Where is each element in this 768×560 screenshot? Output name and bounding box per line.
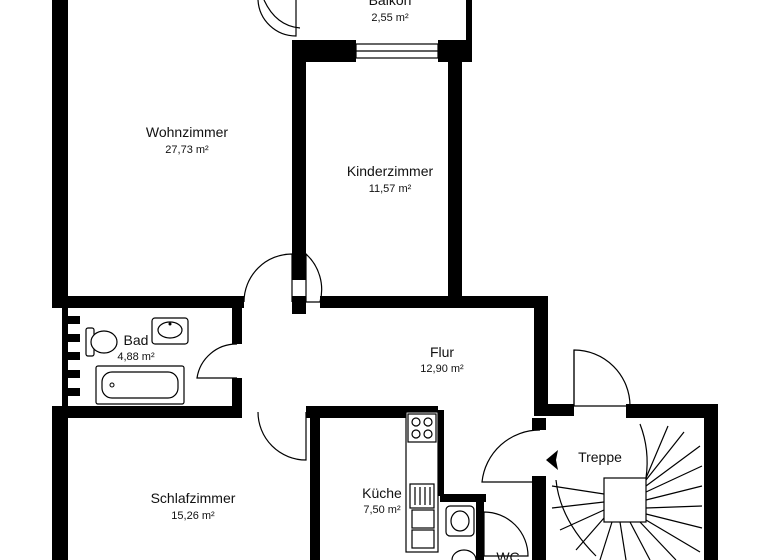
area-wohnzimmer: 27,73 m² (165, 144, 209, 156)
bathtub-icon (95, 365, 185, 405)
stove-icon (407, 413, 437, 443)
staircase (546, 423, 703, 560)
stair-arrow-icon (546, 450, 558, 470)
area-schlafzimmer: 15,26 m² (171, 510, 215, 522)
label-bad: Bad (124, 332, 149, 348)
label-kueche: Küche (362, 485, 402, 501)
label-treppe: Treppe (578, 449, 622, 465)
kitchen-sink-icon (411, 509, 435, 549)
dish-rack-icon (409, 483, 435, 509)
area-flur: 12,90 m² (420, 363, 464, 375)
toilet-icon (85, 327, 118, 357)
area-balkon: 2,55 m² (371, 12, 409, 24)
area-bad: 4,88 m² (117, 351, 155, 363)
label-kinderzimmer: Kinderzimmer (347, 163, 434, 179)
room-labels: Balkon 2,55 m² Wohnzimmer 27,73 m² Kinde… (117, 0, 622, 560)
wc-sink-icon (445, 505, 475, 537)
label-wohnzimmer: Wohnzimmer (146, 124, 229, 140)
label-wc: WC (496, 549, 519, 560)
area-kinderzimmer: 11,57 m² (369, 183, 412, 195)
label-balkon: Balkon (369, 0, 412, 8)
fixtures (85, 317, 477, 560)
area-kueche: 7,50 m² (363, 504, 401, 516)
label-flur: Flur (430, 344, 454, 360)
walls (52, 0, 718, 560)
label-schlafzimmer: Schlafzimmer (151, 490, 236, 506)
doors (196, 0, 631, 557)
wc-toilet-icon (451, 549, 477, 560)
